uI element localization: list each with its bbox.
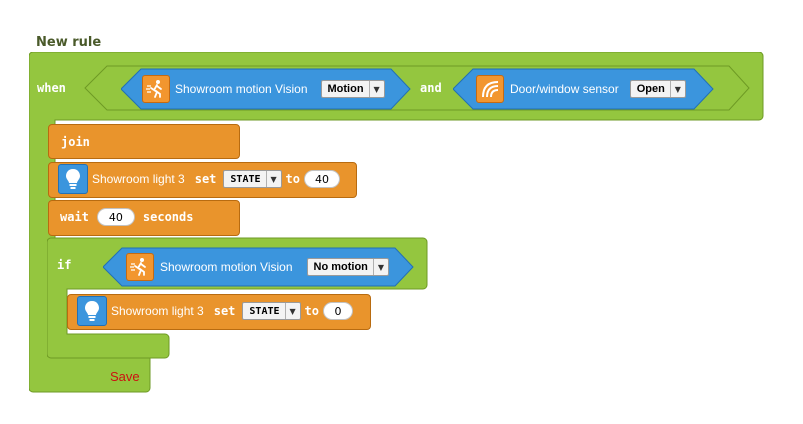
value-input[interactable]: 0	[322, 302, 353, 320]
condition-2-sensor: Door/window sensor	[510, 82, 619, 96]
chevron-down-icon: ▼	[284, 303, 300, 319]
if-condition-sensor: Showroom motion Vision	[160, 260, 293, 274]
if-keyword: if	[57, 258, 72, 272]
if-set-light-device: Showroom light 3	[111, 304, 204, 318]
condition-2-shape	[453, 68, 714, 110]
wait-block[interactable]	[48, 200, 240, 236]
set-keyword: set	[194, 172, 217, 186]
condition-1-value-dropdown[interactable]: Motion ▼	[320, 80, 385, 98]
chevron-down-icon: ▼	[669, 81, 685, 97]
condition-2-value: Open	[636, 83, 665, 95]
value-input[interactable]: 40	[303, 170, 340, 188]
condition-1-shape	[121, 68, 411, 110]
wait-row: wait 40 seconds	[60, 207, 193, 227]
light-bulb-icon	[77, 296, 107, 326]
seconds-label: seconds	[142, 210, 194, 224]
when-keyword: when	[37, 81, 66, 95]
property-value: STATE	[249, 305, 280, 317]
to-keyword: to	[285, 172, 300, 186]
property-dropdown[interactable]: STATE ▼	[242, 302, 301, 320]
condition-2-value-dropdown[interactable]: Open ▼	[629, 80, 686, 98]
condition-2[interactable]: Door/window sensor Open ▼	[476, 74, 686, 104]
rule-title: New rule	[36, 35, 102, 50]
chevron-down-icon: ▼	[372, 259, 388, 275]
chevron-down-icon: ▼	[368, 81, 384, 97]
and-keyword: and	[420, 81, 442, 95]
if-condition-value-dropdown[interactable]: No motion ▼	[306, 258, 389, 276]
if-set-light-row: Showroom light 3 set STATE ▼ to 0	[77, 296, 353, 326]
property-value: STATE	[230, 173, 261, 185]
if-condition-value: No motion	[313, 261, 368, 273]
wait-keyword: wait	[60, 210, 89, 224]
set-light-device: Showroom light 3	[92, 172, 185, 186]
chevron-down-icon: ▼	[265, 171, 281, 187]
door-window-icon	[476, 75, 504, 103]
save-button[interactable]: Save	[110, 369, 140, 384]
light-bulb-icon	[58, 164, 88, 194]
wait-input[interactable]: 40	[96, 208, 135, 226]
if-condition[interactable]: Showroom motion Vision No motion ▼	[126, 252, 389, 282]
property-dropdown[interactable]: STATE ▼	[223, 170, 282, 188]
motion-icon	[142, 75, 170, 103]
condition-1-value: Motion	[327, 83, 364, 95]
if-condition-shape	[103, 247, 414, 287]
to-keyword: to	[304, 304, 319, 318]
condition-1[interactable]: Showroom motion Vision Motion ▼	[142, 74, 385, 104]
condition-1-sensor: Showroom motion Vision	[175, 82, 308, 96]
motion-icon	[126, 253, 154, 281]
set-keyword: set	[213, 304, 236, 318]
join-block[interactable]	[48, 124, 240, 159]
if-set-light-block[interactable]	[67, 294, 371, 330]
set-light-row: Showroom light 3 set STATE ▼ to 40	[58, 164, 340, 194]
join-keyword: join	[61, 135, 90, 149]
